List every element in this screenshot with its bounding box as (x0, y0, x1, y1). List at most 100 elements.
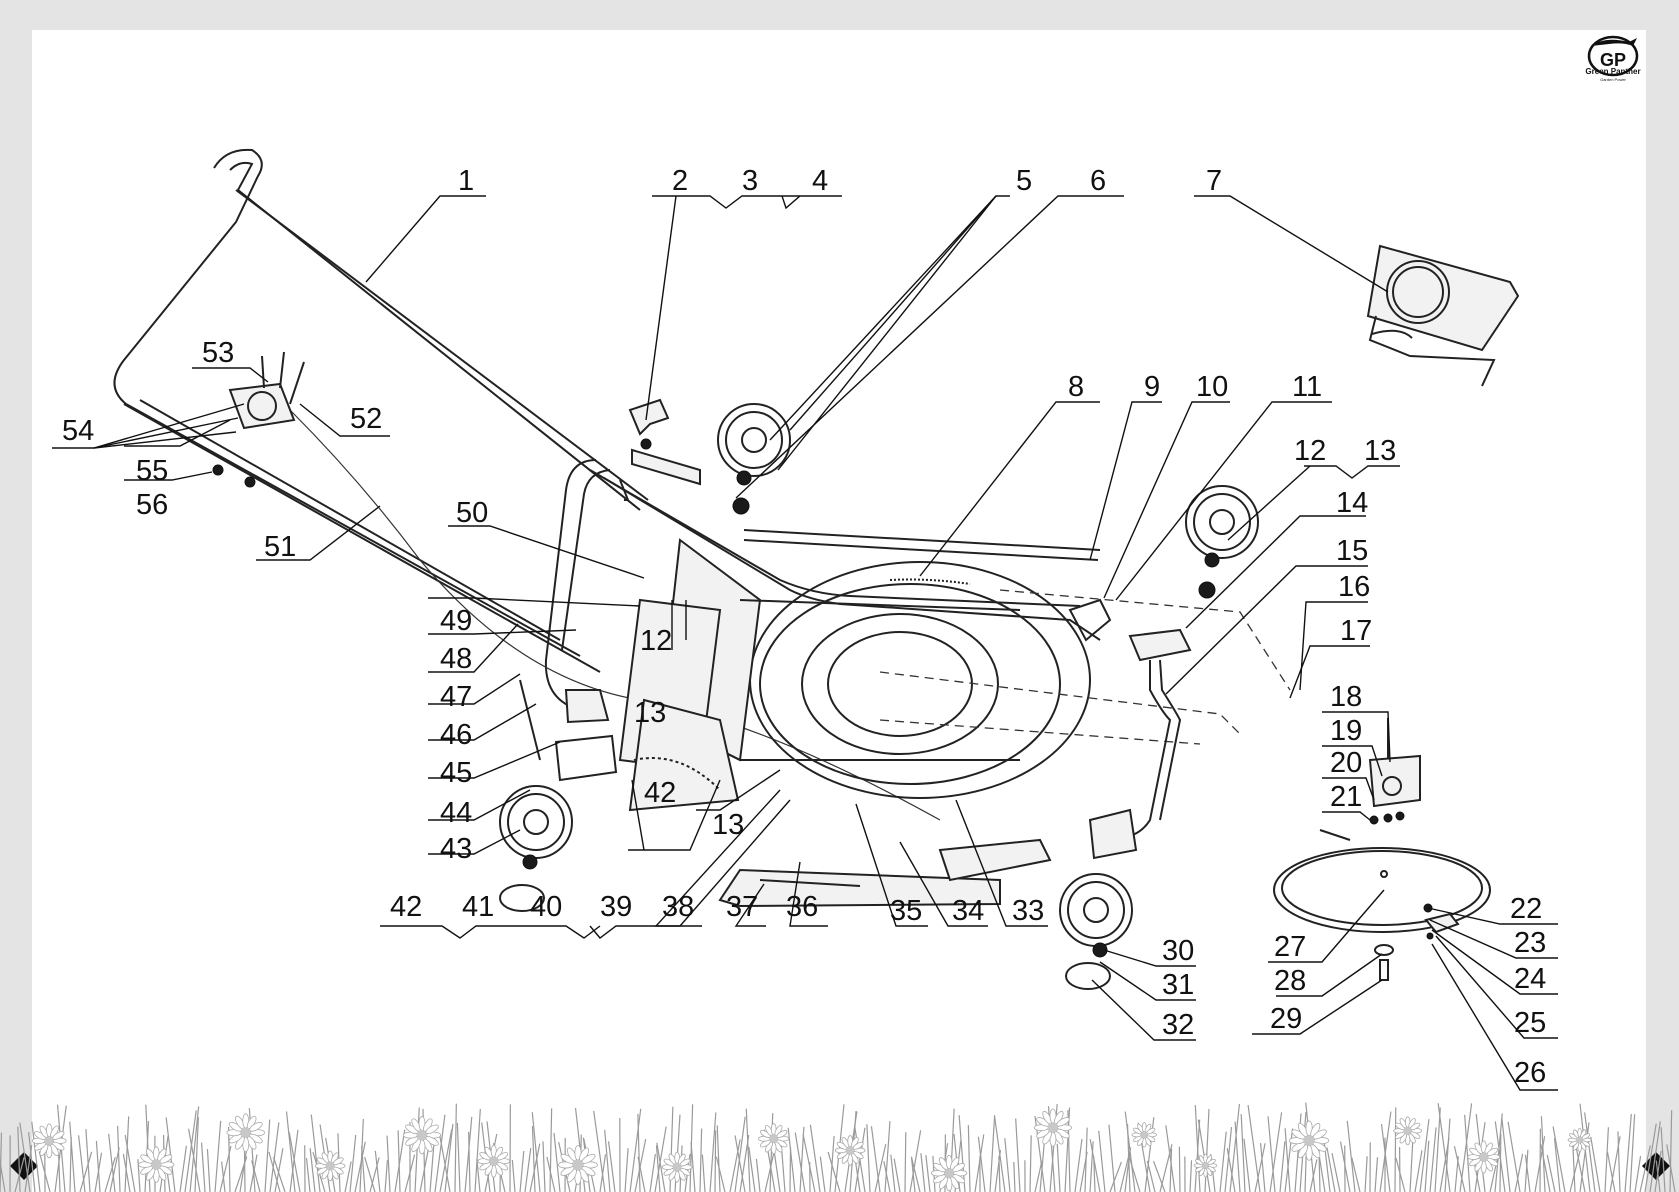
grass-blade (717, 1125, 720, 1192)
daisy-icon (931, 1155, 967, 1191)
wheel-front-top (1186, 486, 1258, 598)
grass-blade (1235, 1122, 1240, 1192)
grass-blade (820, 1157, 825, 1192)
part-label-14: 14 (1336, 487, 1368, 519)
grass-blade (286, 1111, 295, 1192)
grass-blade (594, 1111, 605, 1192)
leader-lines (52, 196, 1558, 1090)
grass-blade (905, 1132, 906, 1192)
daisy-icon (662, 1152, 692, 1182)
grass-blade (625, 1148, 628, 1192)
part-label-33: 33 (1012, 895, 1044, 927)
grass-bag (1368, 246, 1518, 386)
grass-blade (365, 1157, 375, 1192)
grass-blade (554, 1133, 560, 1192)
part-label-25: 25 (1514, 1007, 1546, 1039)
grass-blade (550, 1108, 552, 1192)
daisy-icon (1289, 1121, 1328, 1160)
grass-blade (1661, 1127, 1665, 1192)
grass-blade (118, 1126, 120, 1192)
part-label-3: 3 (742, 165, 758, 197)
part-label-48: 48 (440, 643, 472, 675)
grass-blade (921, 1153, 925, 1192)
grass-blade (1099, 1131, 1105, 1192)
part-label-10: 10 (1196, 371, 1228, 403)
part-label-13-deck: 13 (634, 697, 666, 729)
grass-blade (1014, 1162, 1015, 1192)
grass-blade (1435, 1108, 1440, 1192)
flower-grass-border (0, 1086, 1679, 1192)
part-label-6: 6 (1090, 165, 1106, 197)
grass-blade (1332, 1153, 1340, 1192)
part-label-49: 49 (440, 605, 472, 637)
grass-blade (1635, 1156, 1641, 1192)
daisy-icon (758, 1124, 788, 1154)
grass-blade (1508, 1122, 1520, 1192)
logo-name: Green Panther (1585, 67, 1640, 76)
part-label-51: 51 (264, 531, 296, 563)
part-label-18: 18 (1330, 681, 1362, 713)
part-label-11: 11 (1292, 371, 1322, 403)
grass-blade (1179, 1147, 1180, 1192)
grass-blade (1109, 1125, 1115, 1192)
part-label-42-rear: 42 (644, 777, 676, 809)
grass-blade (1147, 1161, 1155, 1192)
grass-blade (1005, 1138, 1010, 1192)
part-label-17: 17 (1340, 615, 1372, 647)
grass-blade (999, 1156, 1000, 1192)
grass-blade (465, 1117, 472, 1192)
part-number-labels: 1 2 3 4 5 6 7 8 9 10 11 12 13 14 15 16 1… (62, 165, 1546, 1089)
part-label-4: 4 (812, 165, 828, 197)
grass-blade (457, 1123, 460, 1192)
part-label-36: 36 (786, 891, 818, 923)
grass-blade (1382, 1124, 1390, 1192)
part-label-40: 40 (530, 891, 562, 923)
grass-blade (735, 1117, 745, 1192)
grass-blade (189, 1129, 200, 1192)
grass-blade (207, 1149, 210, 1192)
grass-blade (307, 1158, 310, 1192)
logo-text: Green Panther Garden Power (1574, 68, 1652, 84)
grass-blade (1110, 1162, 1121, 1192)
rear-flap (720, 840, 1050, 906)
part-label-13: 13 (1364, 435, 1396, 467)
grass-blade (1327, 1147, 1335, 1192)
grass-blade (455, 1104, 456, 1192)
part-label-44: 44 (440, 797, 472, 829)
grass-blade (1230, 1104, 1239, 1192)
part-label-28: 28 (1274, 965, 1306, 997)
daisy-icon (478, 1145, 510, 1177)
logo-tagline: Garden Power (1574, 76, 1652, 84)
grass-blade (1030, 1135, 1031, 1192)
grass-blade (202, 1143, 205, 1192)
front-axle (1090, 630, 1190, 858)
part-label-27: 27 (1274, 931, 1306, 963)
part-label-47: 47 (440, 681, 472, 713)
grass-blade (265, 1120, 270, 1192)
grass-blade (990, 1115, 995, 1192)
daisy-icon (1394, 1117, 1422, 1145)
grass-blade (1570, 1148, 1581, 1192)
part-label-9: 9 (1144, 371, 1160, 403)
grass-blade (1365, 1156, 1367, 1192)
part-label-2: 2 (672, 165, 688, 197)
grass-blade (222, 1162, 225, 1192)
part-label-46: 46 (440, 719, 472, 751)
part-label-12: 12 (1294, 435, 1326, 467)
height-adjust-knob (620, 400, 700, 500)
part-label-35: 35 (890, 895, 922, 927)
grass-blade (1280, 1141, 1285, 1192)
grass-blade (275, 1148, 283, 1192)
grass-blade (311, 1115, 320, 1192)
grass-blade (1220, 1132, 1226, 1192)
part-label-29: 29 (1270, 1003, 1302, 1035)
part-label-38: 38 (662, 891, 694, 923)
grass-blade (605, 1130, 610, 1192)
part-label-1: 1 (458, 165, 474, 197)
part-label-5: 5 (1016, 165, 1032, 197)
part-label-15: 15 (1336, 535, 1368, 567)
part-label-42: 42 (390, 891, 422, 923)
part-label-16: 16 (1338, 571, 1370, 603)
grass-blade (1248, 1105, 1260, 1192)
